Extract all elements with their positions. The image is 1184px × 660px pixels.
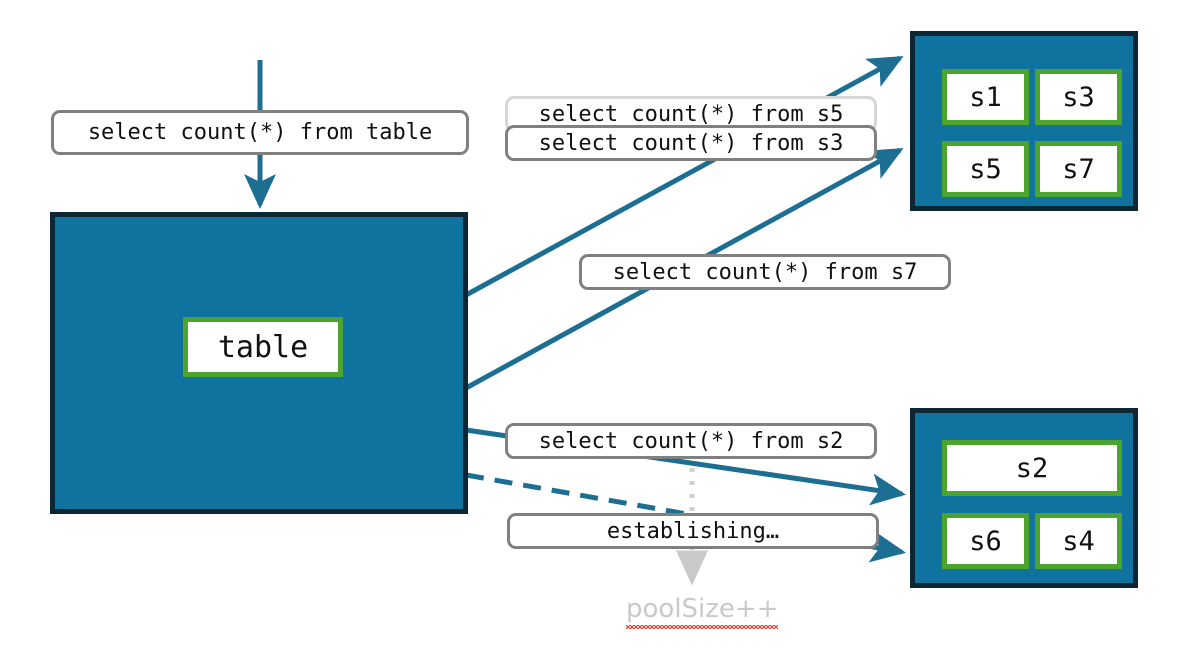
label-query-s7[interactable]: select count(*) from s7 [579, 254, 951, 290]
main-pool[interactable]: table [50, 212, 468, 514]
label-query-s3[interactable]: select count(*) from s3 [505, 125, 877, 161]
top-pool-cell-s7[interactable]: s7 [1035, 141, 1122, 197]
bottom-pool-cell-s4[interactable]: s4 [1035, 513, 1122, 569]
label-query-s2[interactable]: select count(*) from s2 [505, 423, 877, 459]
top-pool-cell-s5[interactable]: s5 [942, 141, 1029, 197]
top-pool-cell-s1[interactable]: s1 [942, 69, 1029, 125]
bottom-pool-cell-s6[interactable]: s6 [942, 513, 1029, 569]
bottom-pool[interactable]: s2 s6 s4 [910, 408, 1138, 588]
poolsize-note-text: poolSize++ [626, 594, 779, 629]
main-pool-cell-table[interactable]: table [183, 317, 343, 377]
label-establishing[interactable]: establishing… [507, 513, 879, 549]
bottom-pool-cell-s2[interactable]: s2 [942, 440, 1122, 496]
top-pool[interactable]: s1 s3 s5 s7 [910, 31, 1138, 211]
label-incoming-query[interactable]: select count(*) from table [51, 110, 469, 155]
poolsize-note: poolSize++ [626, 594, 779, 629]
top-pool-cell-s3[interactable]: s3 [1035, 69, 1122, 125]
